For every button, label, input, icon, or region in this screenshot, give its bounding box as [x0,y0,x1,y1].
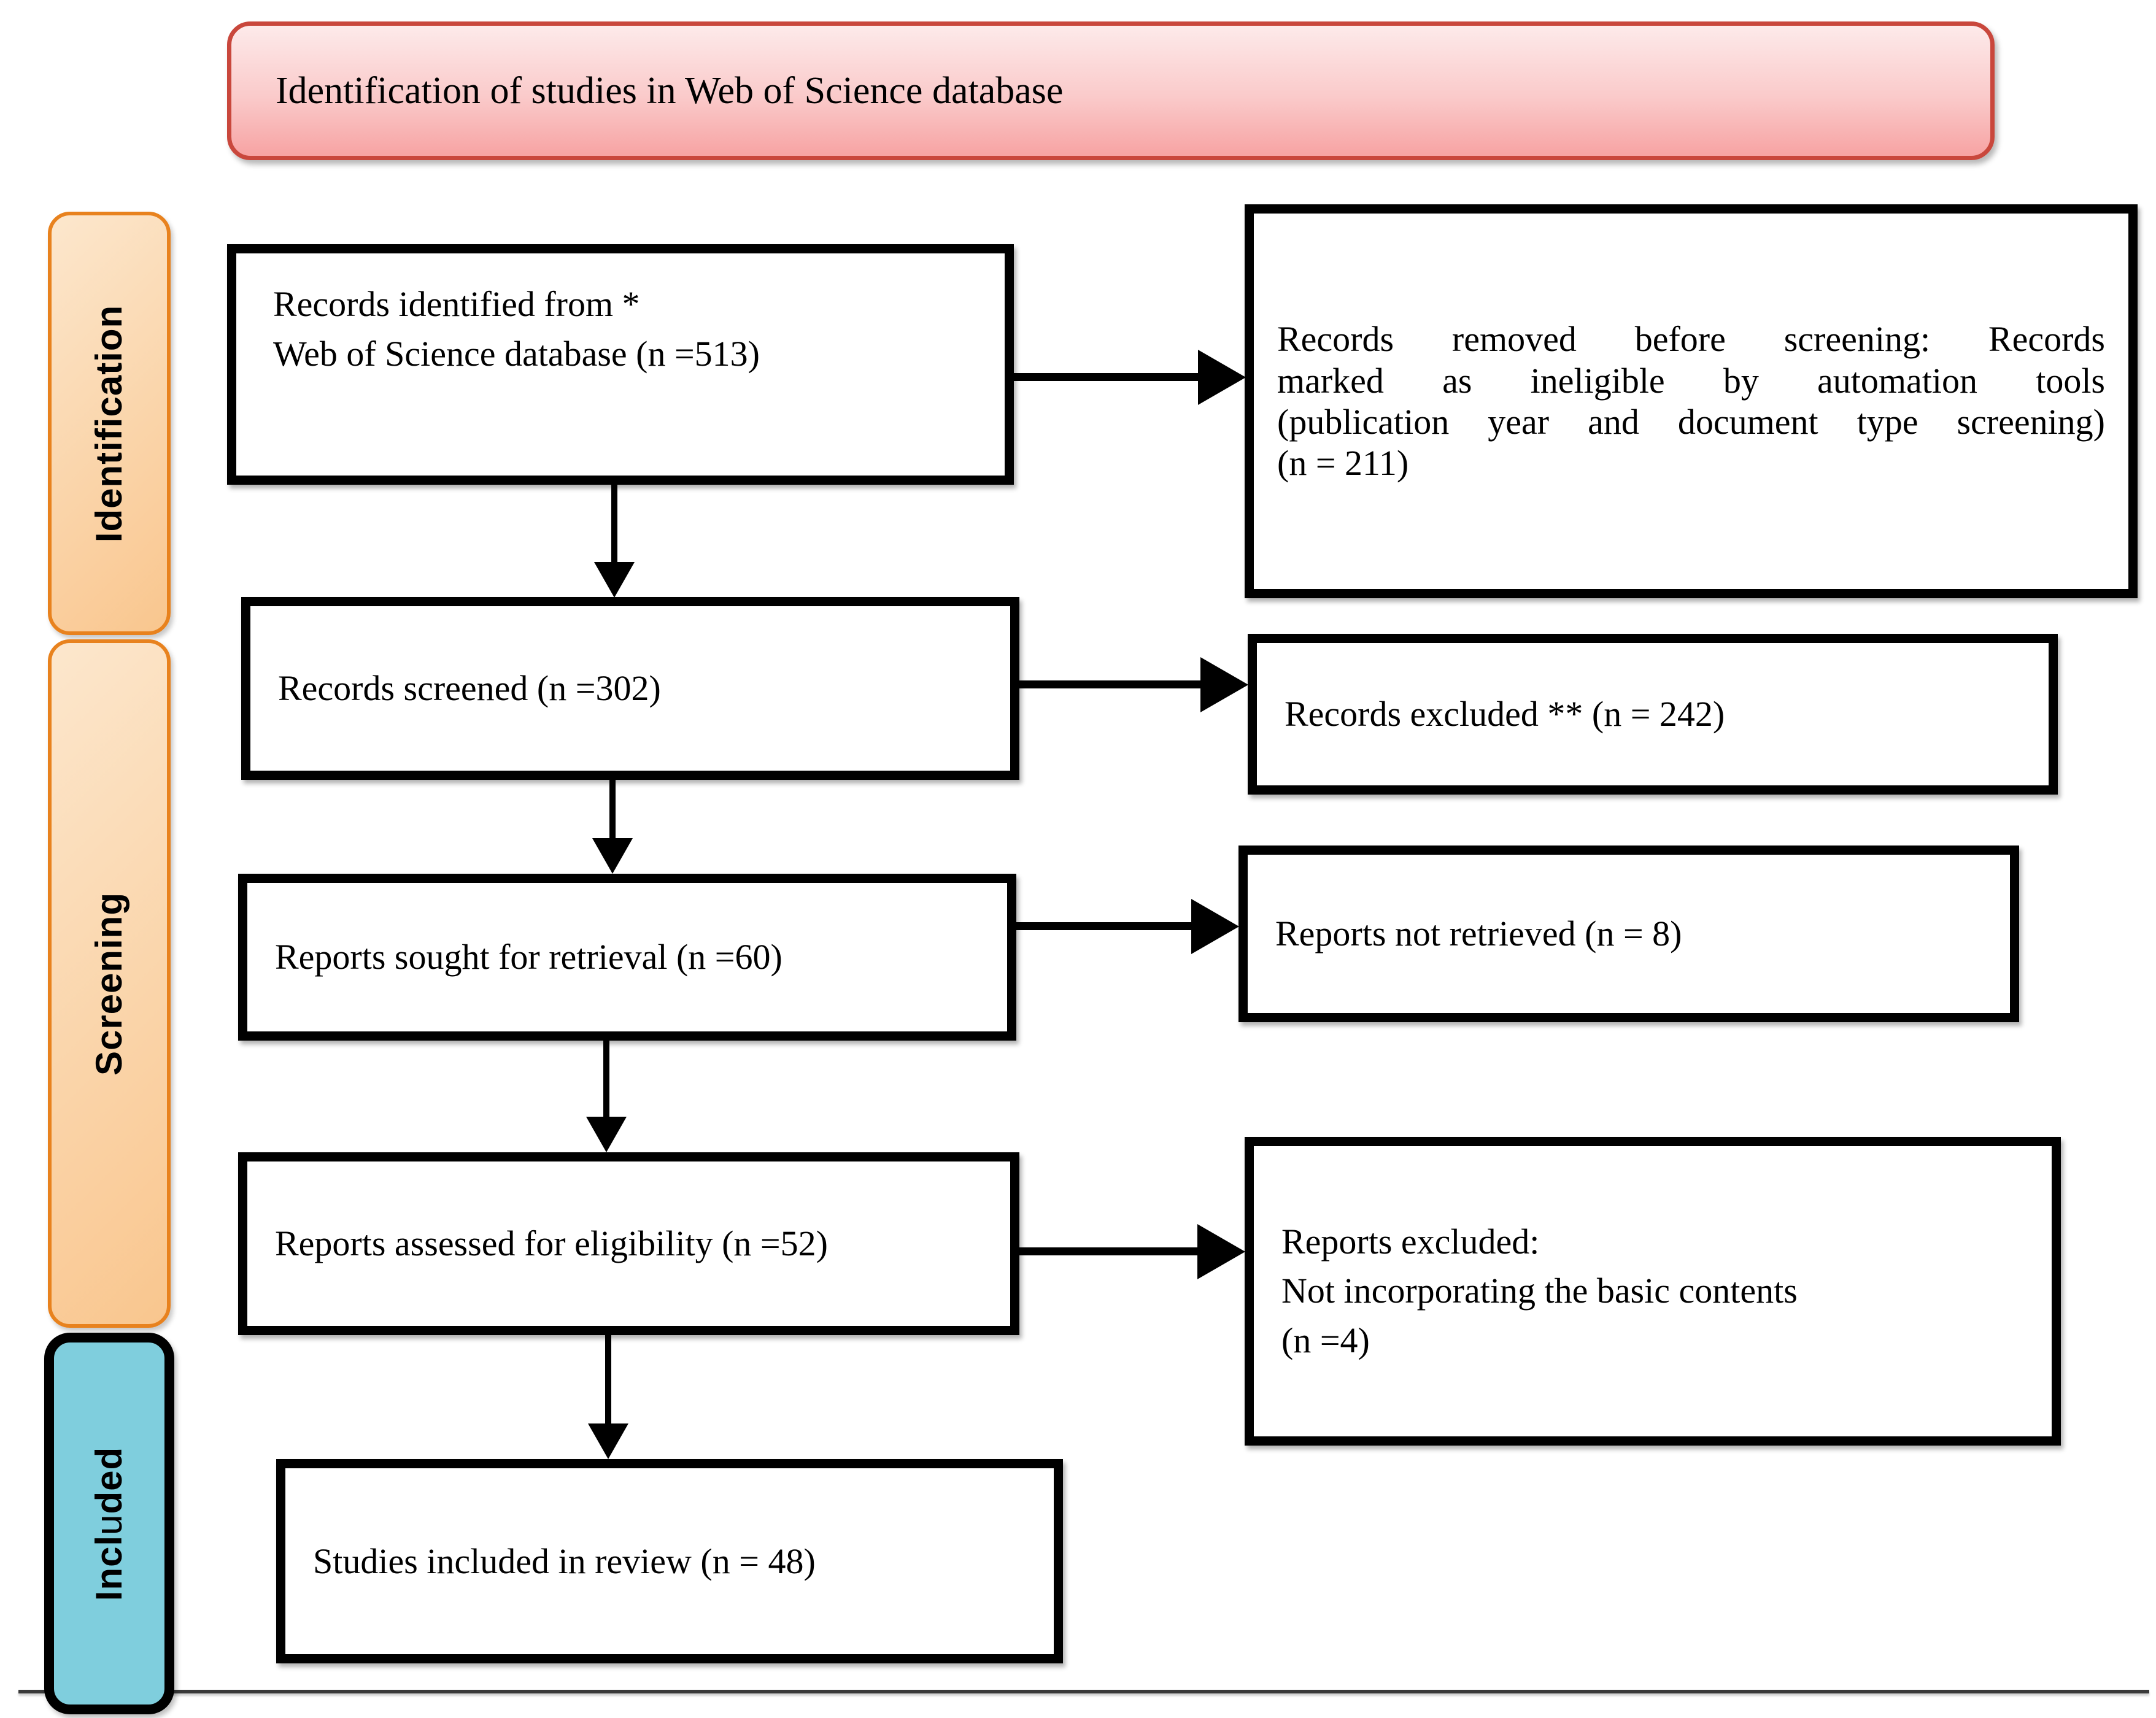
stage-screening-label: Screening [88,892,130,1076]
box-records-identified: Records identified from * Web of Science… [227,244,1014,485]
reports-excluded-line1: Reports excluded: [1281,1222,1540,1262]
arrow-screened-to-sought-head [592,838,633,874]
sidebar-stage-screening: Screening [48,639,171,1328]
records-removed-line3: (publication year and document type scre… [1277,402,2105,442]
sidebar-stage-identification: Identification [48,212,171,635]
arrow-identified-to-screened-head [594,562,635,598]
records-identified-line1: Records identified from * [273,284,640,324]
reports-assessed-text: Reports assessed for eligibility (n =52) [275,1223,828,1264]
box-reports-excluded: Reports excluded: Not incorporating the … [1245,1137,2061,1446]
arrow-sought-to-notretrieved-head [1191,899,1239,954]
arrow-sought-to-assessed-head [586,1117,627,1152]
arrow-sought-to-assessed-shaft [603,1039,609,1119]
arrow-assessed-to-included-head [588,1423,628,1459]
stage-identification-label: Identification [88,304,130,542]
arrow-screened-to-excluded-head [1200,657,1248,712]
box-reports-not-retrieved: Reports not retrieved (n = 8) [1238,846,2019,1022]
arrow-screened-to-excluded-shaft [1019,680,1202,688]
reports-excluded-line3: (n =4) [1281,1320,1370,1360]
stage-included-label: Included [88,1446,130,1601]
box-studies-included: Studies included in review (n = 48) [276,1459,1063,1663]
title-banner: Identification of studies in Web of Scie… [227,21,1995,160]
arrow-identified-to-screened-shaft [611,483,617,564]
records-screened-text: Records screened (n =302) [278,668,661,709]
box-reports-assessed: Reports assessed for eligibility (n =52) [238,1152,1019,1335]
records-excluded-text: Records excluded ** (n = 242) [1285,694,1725,734]
box-reports-sought: Reports sought for retrieval (n =60) [238,874,1016,1041]
reports-not-retrieved-text: Reports not retrieved (n = 8) [1275,914,1682,954]
box-records-screened: Records screened (n =302) [241,597,1019,780]
arrow-identified-to-removed-head [1198,350,1246,405]
records-removed-line2: marked as ineligible by automation tools [1277,360,2105,401]
title-text: Identification of studies in Web of Scie… [276,69,1064,112]
arrow-identified-to-removed-shaft [1014,373,1199,381]
studies-included-text: Studies included in review (n = 48) [313,1541,816,1581]
records-identified-line2: Web of Science database (n =513) [273,334,760,374]
arrow-assessed-to-reportsexcluded-head [1197,1224,1245,1279]
bottom-divider-line [18,1690,2149,1693]
records-removed-line4: (n = 211) [1277,443,1409,483]
arrow-assessed-to-reportsexcluded-shaft [1019,1247,1199,1255]
arrow-screened-to-sought-shaft [609,779,616,841]
reports-excluded-line2: Not incorporating the basic contents [1281,1271,1798,1311]
sidebar-stage-included: Included [44,1333,174,1714]
reports-sought-text: Reports sought for retrieval (n =60) [275,937,782,977]
box-records-excluded: Records excluded ** (n = 242) [1248,634,2058,795]
arrow-sought-to-notretrieved-shaft [1016,922,1192,930]
records-removed-line1: Records removed before screening: Record… [1277,319,2105,360]
box-records-removed: Records removed before screening: Record… [1245,204,2138,598]
arrow-assessed-to-included-shaft [605,1334,611,1426]
